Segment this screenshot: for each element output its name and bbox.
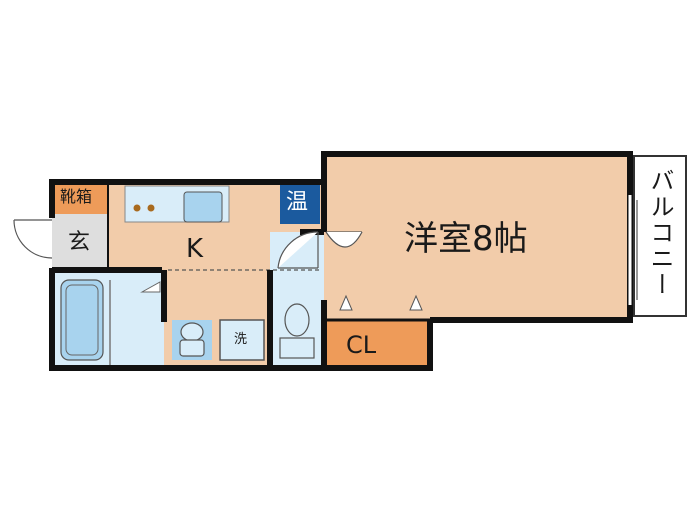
western-room-label: 洋室8帖: [404, 219, 528, 259]
washer-area: [219, 319, 265, 361]
water-heater-box: [280, 184, 320, 224]
balcony: [633, 155, 687, 317]
toilet-icon: [279, 303, 315, 359]
washer-label: 洗: [234, 332, 248, 347]
kitchen-label: K: [186, 234, 204, 264]
western-room-floor: [324, 154, 630, 320]
door-swing-icon: [325, 231, 363, 248]
washbasin-icon: [172, 320, 212, 360]
stove-icon: [127, 188, 161, 220]
closet-floor: [324, 320, 430, 366]
water-heater-label: 温: [286, 190, 309, 215]
entrance-floor: [52, 214, 108, 270]
balcony-label: バルコニー: [646, 168, 674, 298]
door-swing-icon: [277, 231, 319, 269]
door-swing-icon: [13, 219, 53, 259]
shoe-box-label: 靴箱: [60, 187, 93, 206]
entrance-label: 玄: [68, 230, 91, 255]
closet-label: CL: [346, 331, 377, 359]
sink-icon: [183, 191, 223, 223]
bathtub-icon: [60, 279, 104, 361]
shoe-box: [52, 182, 108, 214]
